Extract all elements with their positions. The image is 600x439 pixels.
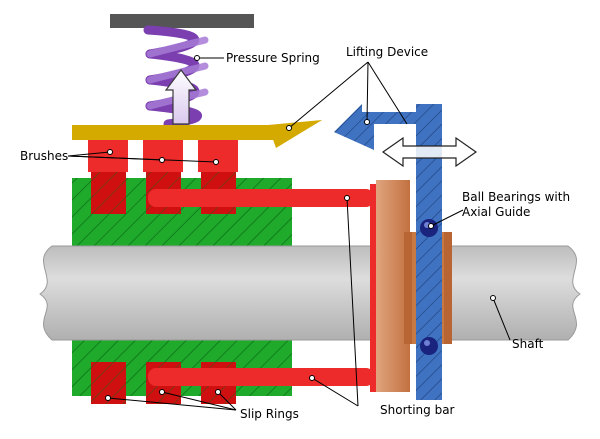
label-shorting-bar: Shorting bar — [380, 403, 455, 417]
brush-holder-arrowhead — [268, 120, 322, 148]
ball-bearing-bottom — [420, 337, 438, 355]
label-shaft: Shaft — [512, 337, 544, 351]
label-slip-rings: Slip Rings — [240, 407, 299, 421]
label-ball-bearings-line1: Ball Bearings with — [462, 190, 570, 204]
top-mounting-bar — [110, 14, 254, 28]
leader-lines — [67, 55, 511, 411]
double-arrow-icon — [381, 136, 478, 168]
brush-1 — [88, 140, 128, 172]
shorting-bar — [370, 184, 378, 392]
label-lifting-device: Lifting Device — [346, 45, 428, 59]
shaft — [39, 245, 581, 341]
connector-rod-bottom — [148, 368, 374, 386]
label-pressure-spring: Pressure Spring — [226, 51, 320, 65]
brush-2 — [143, 140, 183, 172]
connector-rod-top — [148, 189, 374, 207]
label-ball-bearings-line2: Axial Guide — [462, 205, 530, 219]
up-arrow-icon — [164, 69, 198, 125]
brush-3 — [198, 140, 238, 172]
brush-holder — [72, 120, 322, 146]
label-brushes: Brushes — [20, 149, 68, 163]
